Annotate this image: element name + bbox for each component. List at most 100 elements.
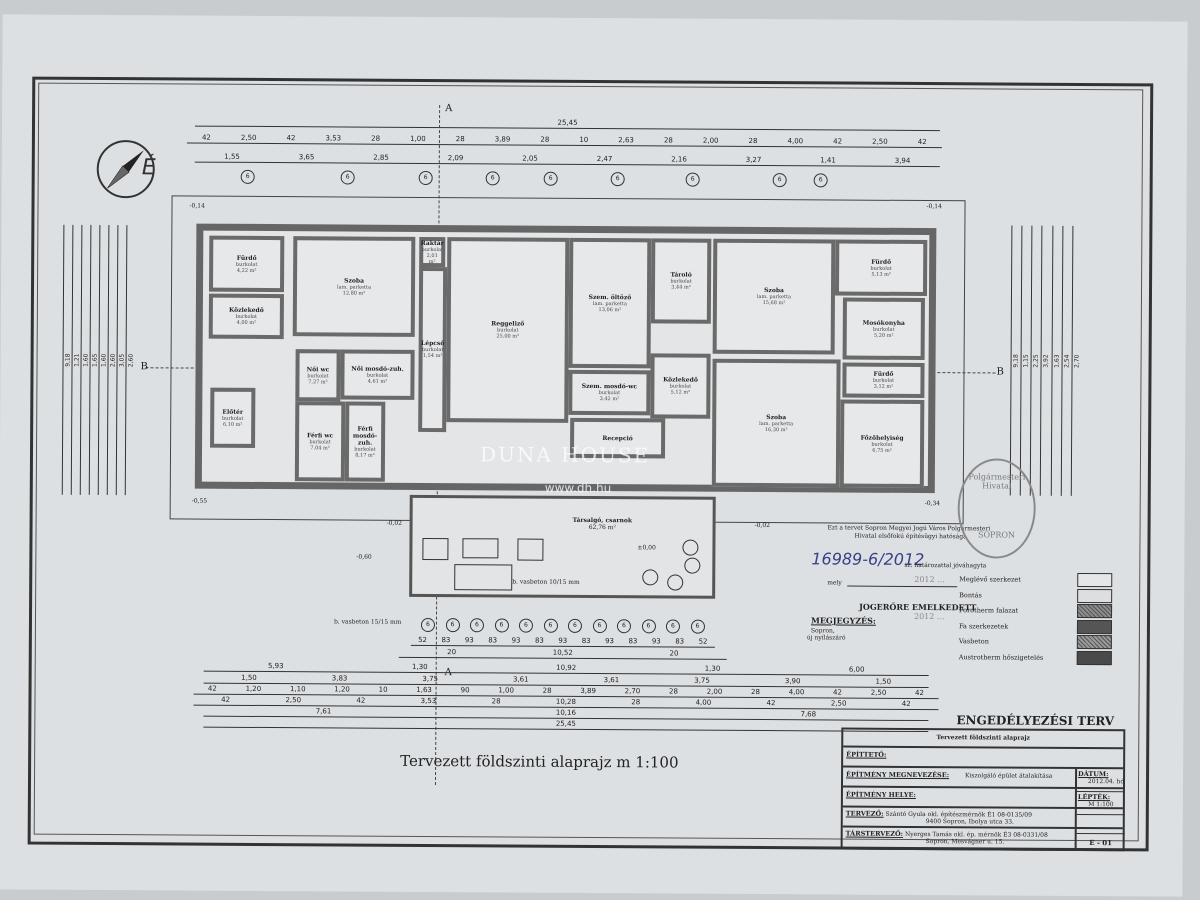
dim-value: 7,61 bbox=[315, 707, 332, 716]
dim-value: 4,00 bbox=[788, 688, 805, 697]
dim-value: 3,65 bbox=[298, 153, 315, 162]
axis-marker: 6 bbox=[772, 173, 787, 188]
dim-value: 42 bbox=[915, 688, 925, 698]
dim-value: 3,53 bbox=[325, 134, 342, 143]
legend-swatch bbox=[1076, 634, 1112, 650]
dim-value: 83 bbox=[441, 636, 451, 645]
axis-marker: 6 bbox=[610, 172, 625, 187]
dim-value: 28 bbox=[540, 135, 550, 144]
designer-label: TERVEZŐ: bbox=[845, 809, 884, 818]
room-area: 8,17 m² bbox=[355, 452, 375, 459]
dim-value: 2,00 bbox=[702, 136, 719, 145]
room-area: 62,76 m² bbox=[588, 523, 616, 532]
dim-value: 3,94 bbox=[894, 156, 911, 165]
axis-marker: 6 bbox=[418, 170, 433, 186]
dim-value: 2,50 bbox=[285, 696, 302, 705]
dim-value: 3,27 bbox=[745, 155, 762, 165]
armchair bbox=[517, 538, 544, 561]
dim-value: 10 bbox=[378, 685, 388, 694]
dim-value: 1,41 bbox=[820, 156, 836, 165]
column-marker: 6 bbox=[543, 618, 558, 633]
dim-value: 2,60 bbox=[124, 225, 136, 496]
plant-icon bbox=[642, 569, 659, 586]
room-area: 4,00 m² bbox=[236, 319, 257, 326]
note: b. vasbeton 15/15 mm bbox=[333, 618, 402, 626]
dim-value: 20 bbox=[447, 648, 457, 657]
legend-swatch bbox=[1077, 572, 1113, 588]
legend-label: Vasbeton bbox=[958, 637, 989, 646]
room-area: 7,27 m² bbox=[308, 378, 328, 385]
client-label: ÉPÍTTETŐ: bbox=[846, 750, 887, 759]
dim-value: 28 bbox=[751, 687, 760, 697]
dim-value: 2,50 bbox=[870, 688, 887, 697]
remark-text: új nyílászáró bbox=[806, 634, 846, 642]
date-stamp: 2012 ... bbox=[913, 611, 945, 622]
co-designer-label: TÁRSTERVEZŐ: bbox=[845, 829, 904, 838]
dim-value: 9,18 bbox=[1009, 225, 1021, 496]
building-label: ÉPÍTMÉNY MEGNEVEZÉSE: bbox=[846, 770, 950, 780]
room-area: 7,04 m² bbox=[310, 444, 330, 451]
mely-label: mely bbox=[827, 579, 842, 587]
site-label: ÉPÍTMÉNY HELYE: bbox=[845, 790, 916, 799]
dim-value: 2,85 bbox=[373, 153, 389, 162]
axis-marker: 6 bbox=[485, 171, 500, 186]
axis-marker: 6 bbox=[685, 172, 700, 187]
legend-label: Bontás bbox=[959, 590, 982, 599]
room-area: 25,00 m² bbox=[496, 333, 520, 340]
legend-swatch bbox=[1076, 619, 1113, 634]
room-name: Férfi mosdó-zuh. bbox=[352, 425, 378, 447]
axis-marker: 6 bbox=[340, 170, 355, 185]
dim-value: 2,50 bbox=[872, 137, 888, 146]
dim-value: 93 bbox=[464, 636, 474, 645]
dim-value: 1,00 bbox=[410, 134, 426, 143]
room-area: 3,12 m² bbox=[873, 383, 894, 390]
column-marker: 6 bbox=[445, 618, 460, 633]
dim-value: 83 bbox=[488, 636, 498, 645]
dim-value: 42 bbox=[917, 137, 927, 147]
dim-value: 2,50 bbox=[830, 699, 847, 708]
dim-value: 2,09 bbox=[447, 154, 464, 163]
legend-swatch bbox=[1077, 588, 1113, 603]
dim-value: 42 bbox=[207, 684, 217, 693]
section-a-top: A bbox=[445, 103, 453, 115]
dim-value: 10 bbox=[579, 135, 589, 144]
dim-value: 10,52 bbox=[552, 648, 573, 657]
terrace: Társalgó, csarnok 62,76 m² ±0,00 b. vasb… bbox=[409, 494, 716, 599]
dim-value: 6,00 bbox=[848, 665, 865, 674]
room-area: 5,12 m² bbox=[670, 389, 691, 396]
building-value: Kiszolgáló épület átalakítása bbox=[965, 772, 1053, 780]
room-area: 15,68 m² bbox=[762, 300, 786, 307]
dim-value: 1,63 bbox=[416, 685, 432, 695]
plan-heading: ENGEDÉLYEZÉSI TERV bbox=[956, 713, 1115, 729]
legend-swatch bbox=[1076, 650, 1112, 665]
dim-value: 2,00 bbox=[706, 687, 723, 696]
level-mark: -0,14 bbox=[926, 203, 942, 211]
date-value: 2012.04. hó bbox=[1087, 778, 1125, 786]
dim-value: 28 bbox=[748, 136, 758, 146]
dim-value: 28 bbox=[542, 686, 552, 695]
plant-icon bbox=[667, 574, 684, 591]
column-marker: 6 bbox=[518, 618, 534, 633]
dim-value: 1,55 bbox=[224, 152, 240, 161]
dim-value: 2,16 bbox=[671, 155, 687, 164]
dim-value: 5,93 bbox=[267, 662, 284, 671]
dim-value: 3,89 bbox=[580, 686, 596, 696]
dim-value: 3,53 bbox=[420, 696, 437, 706]
room-area: 3,44 m² bbox=[671, 284, 691, 291]
